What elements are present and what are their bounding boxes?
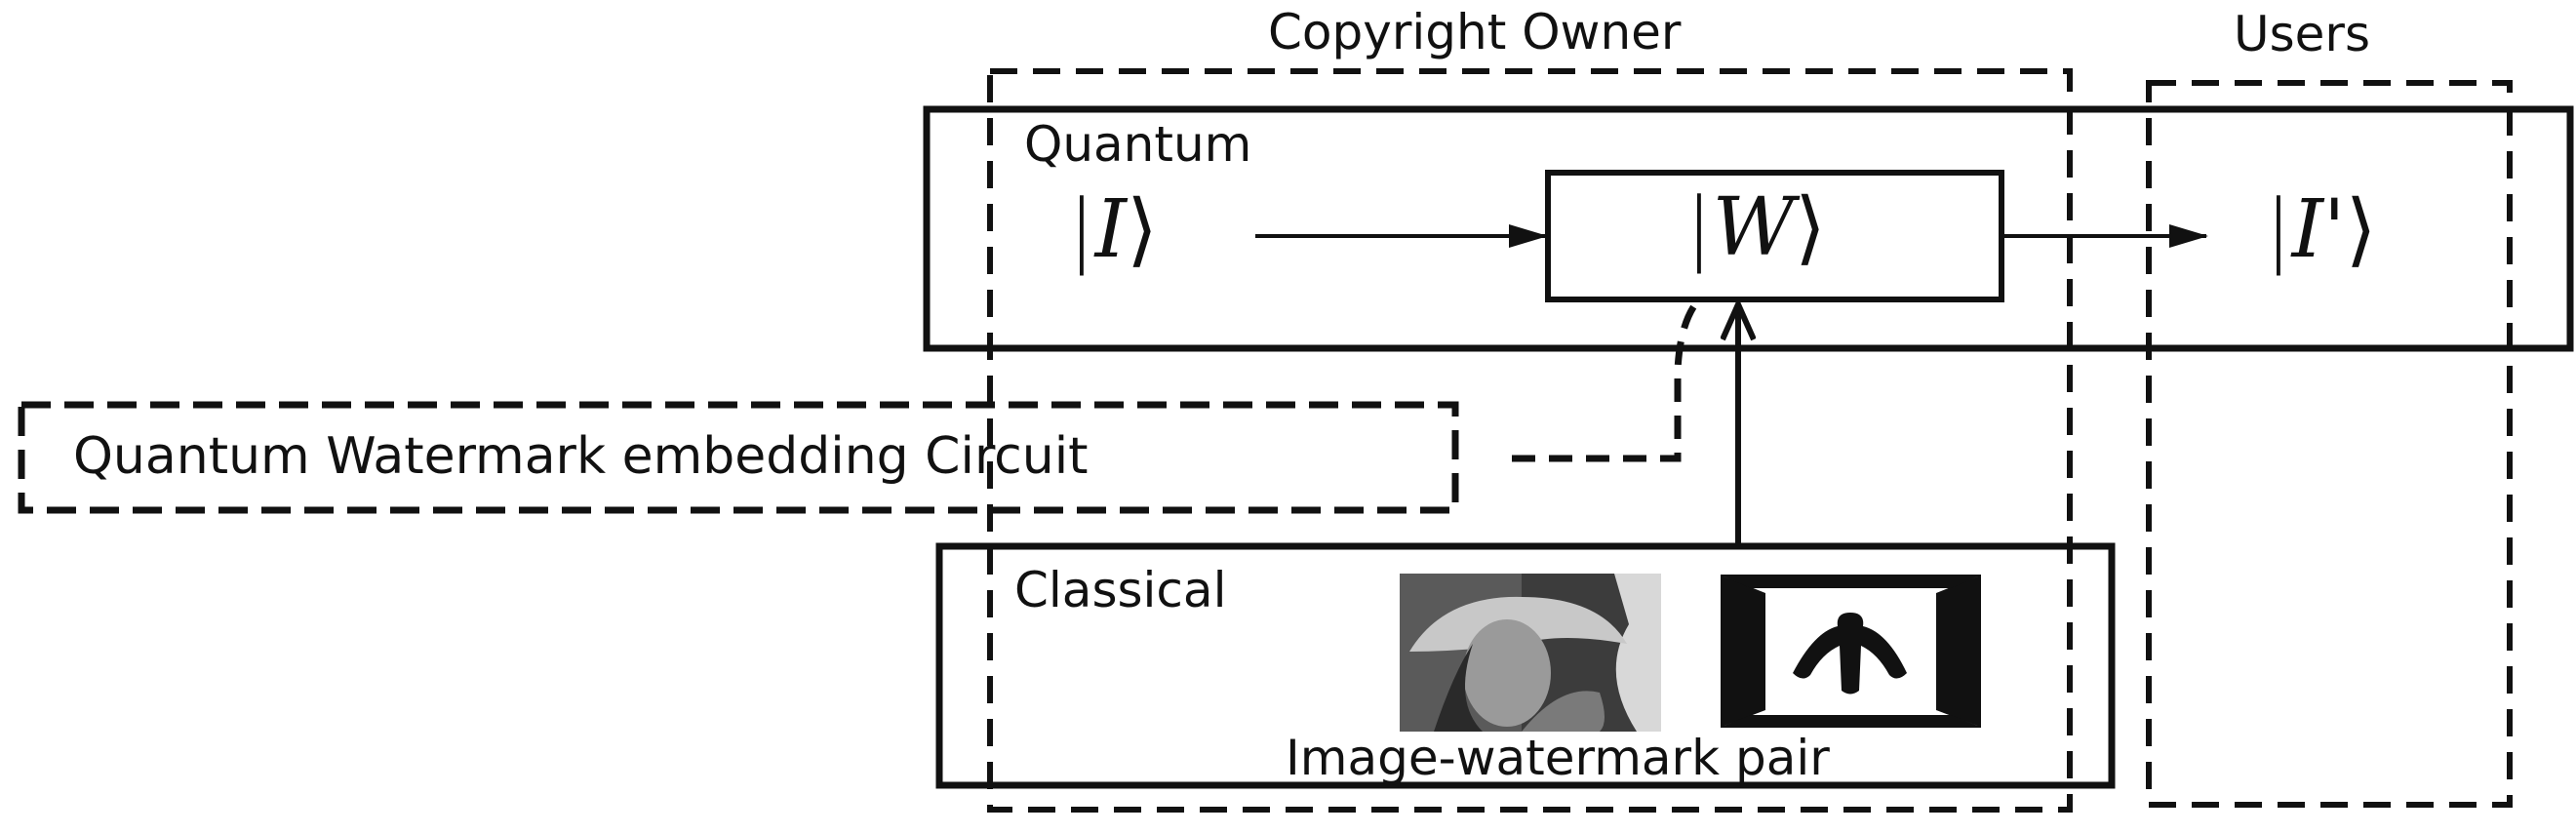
classical-box [935,542,2116,789]
circuit-box [18,401,1459,514]
ket-angle: ⟩ [1794,181,1826,274]
input-state-symbol: I [1094,183,1128,276]
output-state-symbol: I' [2291,183,2346,276]
ket-bar: | [2265,183,2292,276]
circuit-label: Quantum Watermark embedding Circuit [73,427,1089,486]
ket-bar: | [1685,181,1713,274]
classical-label: Classical [1014,562,1227,618]
ket-angle: ⟩ [1127,183,1159,276]
quantum-label: Quantum [1024,116,1252,173]
input-state-ket: |I⟩ [1068,190,1158,270]
circuit-connector [1512,302,1698,462]
watermark-operator-ket: |W⟩ [1685,188,1826,268]
quantum-box [923,105,2574,352]
pair-label: Image-watermark pair [1286,730,1830,786]
users-label: Users [2234,6,2371,62]
ket-bar: | [1068,183,1095,276]
users-region [2146,80,2513,808]
watermark-image [1721,575,1981,728]
copyright-owner-label: Copyright Owner [1268,4,1682,60]
output-state-ket: |I'⟩ [2265,190,2377,270]
host-image [1400,574,1661,732]
watermark-operator-box [1545,170,2004,302]
watermark-symbol: W [1712,181,1795,274]
ket-angle: ⟩ [2345,183,2377,276]
copyright-owner-region [987,68,2073,813]
